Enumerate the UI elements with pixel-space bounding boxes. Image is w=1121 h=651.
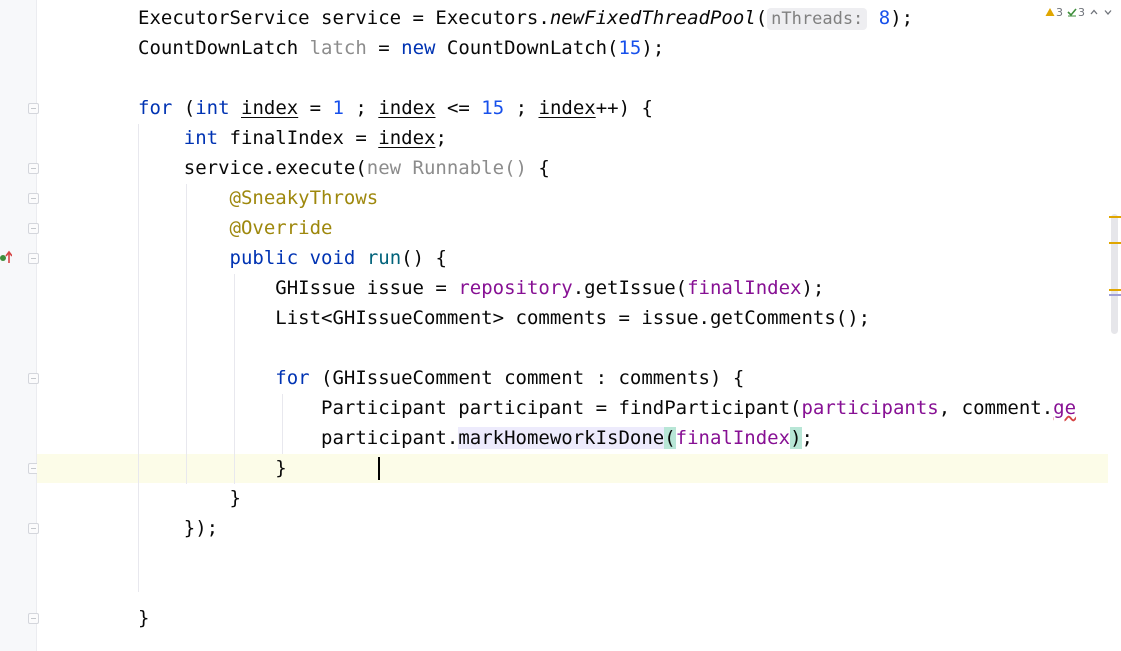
info-stripe[interactable] [1109,294,1121,296]
fold-marker[interactable] [28,163,39,174]
warnings-indicator[interactable]: 3 [1045,6,1063,19]
code-line-15: participant.markHomeworkIsDone(finalInde… [321,427,813,449]
code-line-5: int finalIndex = index; [183,127,447,149]
fold-marker[interactable] [28,103,39,114]
inspection-widget[interactable]: 3 3 [1045,4,1113,20]
code-line-17: } [229,487,241,509]
warning-stripe[interactable] [1109,289,1121,291]
code-line-12 [138,333,1121,363]
code-line-6: service.execute(new Runnable() { [183,157,550,179]
checkmark-icon [1067,8,1077,17]
weak-warnings-indicator[interactable]: 3 [1067,6,1085,19]
code-line-10: GHIssue issue = repository.getIssue(fina… [275,277,825,299]
code-line-7: @SneakyThrows [229,187,379,209]
chevron-up-icon[interactable] [1089,7,1099,17]
warning-triangle-icon [1045,8,1055,16]
code-line-2: CountDownLatch latch = new CountDownLatc… [138,37,665,59]
code-line-21: } [138,607,150,629]
scrollbar-thumb[interactable] [1111,214,1118,334]
code-area[interactable]: ExecutorService service = Executors.newF… [138,3,1121,633]
code-line-11: List<GHIssueComment> comments = issue.ge… [275,307,871,329]
code-line-14: Participant participant = findParticipan… [321,397,1077,419]
fold-marker[interactable] [28,253,39,264]
current-line-highlight [37,454,1108,483]
weak-warnings-count: 3 [1078,5,1085,19]
code-line-20 [138,573,1121,603]
indent-guide [186,184,187,484]
code-line-3 [138,63,1121,93]
chevron-down-icon[interactable] [1103,7,1113,17]
indent-guide [138,124,139,592]
fold-marker[interactable] [28,223,39,234]
indent-guide [234,274,235,484]
override-method-icon[interactable] [0,250,12,264]
fold-marker[interactable] [28,523,39,534]
code-line-4: for (int index = 1 ; index <= 15 ; index… [138,97,653,119]
code-line-9: public void run() { [229,247,447,269]
code-line-8: @Override [229,217,333,239]
code-line-13: for (GHIssueComment comment : comments) … [275,367,745,389]
fold-marker[interactable] [28,613,39,624]
editor-gutter[interactable] [0,0,37,651]
parameter-hint: nThreads: [767,8,868,30]
code-line-19 [138,543,1121,573]
warning-stripe[interactable] [1109,242,1121,244]
code-line-1: ExecutorService service = Executors.newF… [138,7,914,30]
fold-marker[interactable] [28,373,39,384]
warning-stripe[interactable] [1109,216,1121,218]
code-line-18: }); [183,517,219,539]
text-caret [378,457,381,480]
fold-marker[interactable] [28,193,39,204]
code-line-16: } [138,453,1121,483]
warnings-count: 3 [1056,5,1063,19]
indent-guide [282,394,283,454]
